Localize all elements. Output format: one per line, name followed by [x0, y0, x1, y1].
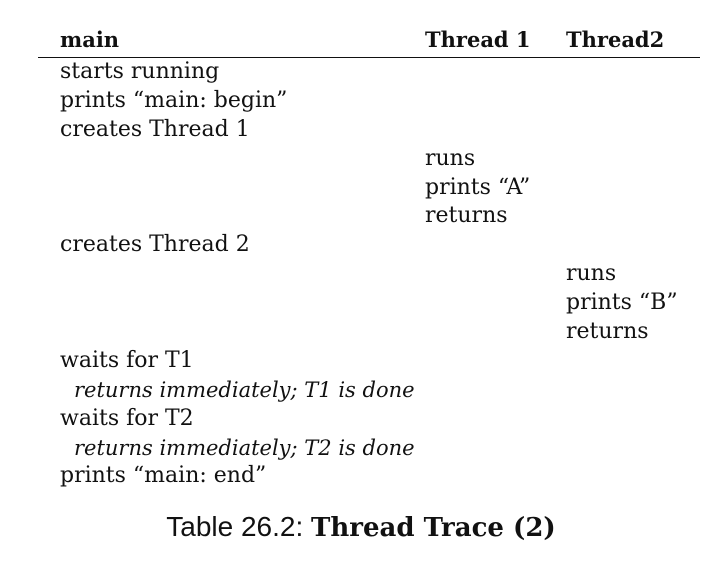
table-cell-thread2: returns — [566, 319, 649, 345]
table-row: returns immediately; T2 is done — [38, 434, 700, 463]
table-row: waits for T2 — [38, 405, 700, 434]
table-cell-main: starts running — [60, 59, 220, 84]
table-row: starts running — [38, 58, 700, 87]
table-cell-thread2: prints “B” — [566, 290, 678, 316]
table-body: starts running prints “main: begin” create… — [38, 58, 700, 491]
table-cell-thread1: runs — [425, 145, 476, 171]
table-header-row: main Thread 1 Thread2 — [38, 25, 700, 58]
table-cell-main-italic: returns immediately; T1 is done — [74, 377, 415, 402]
caption-title: Thread Trace (2) — [311, 513, 556, 543]
table-row: creates Thread 2 — [38, 231, 700, 260]
header-thread-2: Thread2 — [566, 27, 665, 52]
table-cell-thread1: prints “A” — [425, 174, 531, 200]
table-row: runs — [38, 145, 700, 174]
table-cell-main: waits for T2 — [60, 405, 194, 431]
table-cell-thread1: returns — [425, 203, 508, 229]
table-cell-main: waits for T1 — [60, 347, 194, 373]
table-caption: Table 26.2: Thread Trace (2) — [0, 509, 722, 546]
header-main: main — [60, 27, 120, 52]
table-row: creates Thread 1 — [38, 116, 700, 145]
table-row: returns — [38, 318, 700, 347]
table-cell-main: creates Thread 1 — [60, 116, 250, 142]
table-cell-main-italic: returns immediately; T2 is done — [74, 435, 415, 460]
table-row: prints “main: begin” — [38, 87, 700, 116]
table-cell-thread2: runs — [566, 261, 617, 287]
table-row: waits for T1 — [38, 347, 700, 376]
table-cell-main: creates Thread 2 — [60, 232, 250, 258]
table-row: prints “B” — [38, 289, 700, 318]
table-row: returns — [38, 202, 700, 231]
thread-trace-table: main Thread 1 Thread2 starts running prin… — [38, 25, 700, 495]
header-thread-1: Thread 1 — [425, 27, 531, 52]
table-row: runs — [38, 260, 700, 289]
table-cell-main: prints “main: begin” — [60, 87, 288, 113]
table-row: returns immediately; T1 is done — [38, 376, 700, 405]
caption-label: Table 26.2: — [166, 511, 304, 542]
table-row: prints “main: end” — [38, 462, 700, 491]
table-row: prints “A” — [38, 174, 700, 203]
table-cell-main: prints “main: end” — [60, 463, 267, 489]
